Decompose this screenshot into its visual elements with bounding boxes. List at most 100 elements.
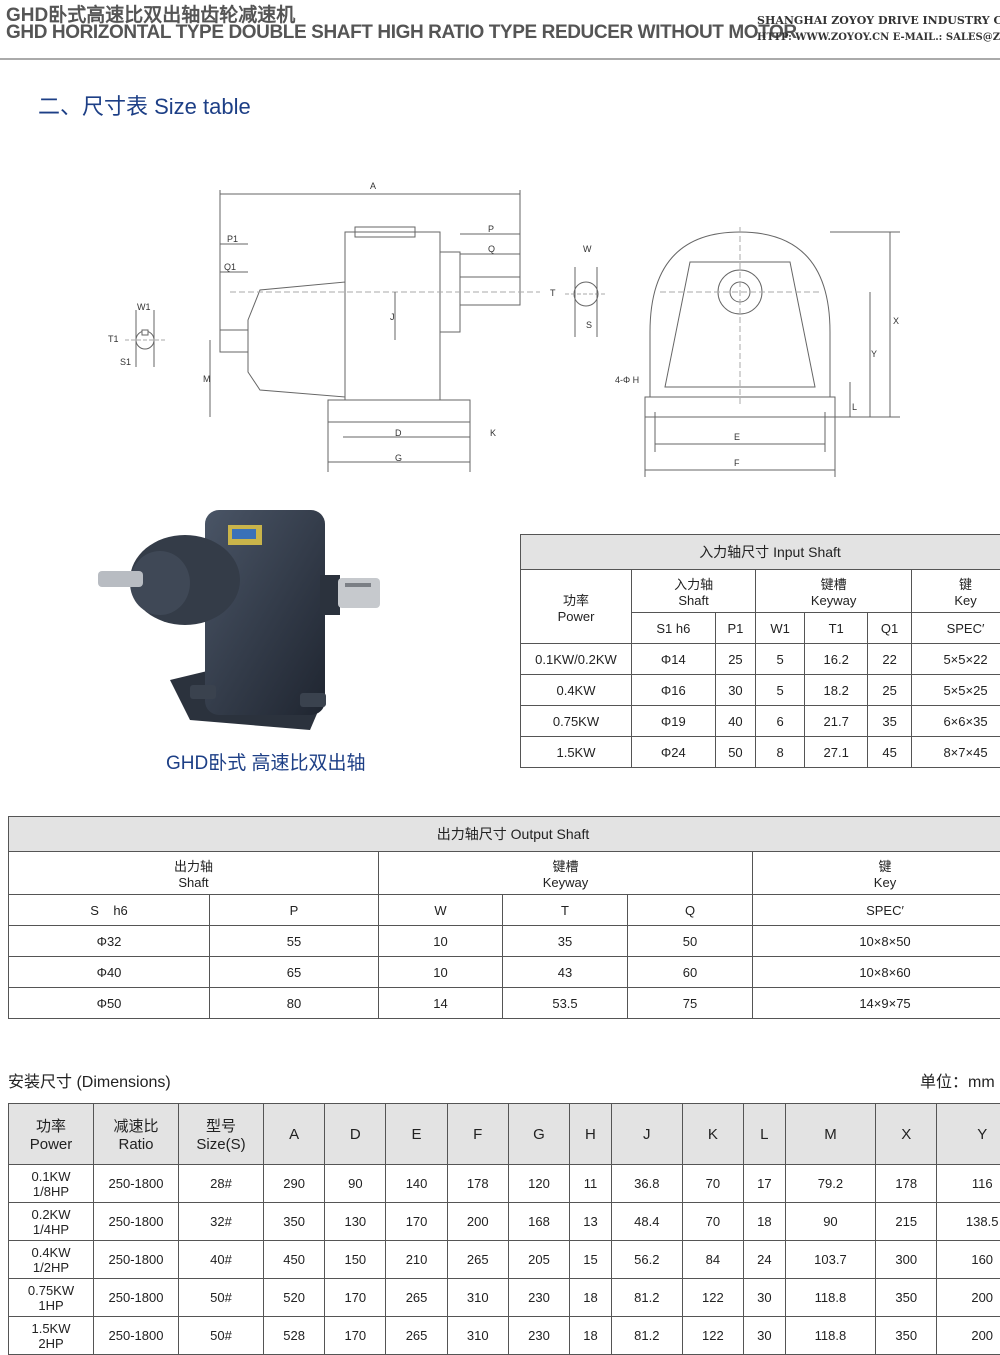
table-cell: Φ40	[9, 957, 210, 988]
power-header: 功率 Power	[521, 570, 632, 644]
table-cell: 250-1800	[94, 1279, 179, 1317]
output-shaft-table: 出力轴尺寸 Output Shaft 出力轴 Shaft 键槽 Keyway 键…	[8, 816, 1000, 1019]
table-cell: 32#	[179, 1203, 264, 1241]
table-cell: 15	[570, 1241, 612, 1279]
table-cell: 28#	[179, 1165, 264, 1203]
table-cell: 18	[570, 1317, 612, 1355]
table-cell: Φ32	[9, 926, 210, 957]
output-shaft-caption: 出力轴尺寸 Output Shaft	[9, 817, 1000, 852]
table-cell: 350	[876, 1317, 937, 1355]
table-cell: 170	[386, 1203, 447, 1241]
table-cell: 50#	[179, 1279, 264, 1317]
table-cell: 520	[264, 1279, 325, 1317]
table-cell: 6×6×35	[912, 706, 1000, 737]
table-cell: 118.8	[785, 1317, 875, 1355]
power-kw: 0.2KW	[9, 1207, 93, 1222]
table-cell: 8×7×45	[912, 737, 1000, 768]
col-header: P1	[715, 613, 755, 644]
table-cell: 118.8	[785, 1279, 875, 1317]
page-header: GHD卧式高速比双出轴齿轮减速机 GHD HORIZONTAL TYPE DOU…	[0, 0, 1000, 62]
label-W: W	[583, 244, 592, 254]
keyway-group-header: 键槽 Keyway	[379, 852, 753, 895]
col-header: W	[379, 895, 503, 926]
table-cell: 25	[715, 644, 755, 675]
label-Q1: Q1	[224, 262, 236, 272]
table-cell: 35	[868, 706, 912, 737]
table-cell: 250-1800	[94, 1241, 179, 1279]
table-cell: 50#	[179, 1317, 264, 1355]
power-kw: 0.75KW	[9, 1283, 93, 1298]
label-Q: Q	[488, 244, 495, 254]
table-cell: 21.7	[805, 706, 868, 737]
ratio-header-en: Ratio	[94, 1136, 178, 1153]
table-cell: 22	[868, 644, 912, 675]
power-kw: 0.4KW	[9, 1245, 93, 1260]
key-header-cn: 键	[912, 574, 1000, 593]
table-cell: 350	[264, 1203, 325, 1241]
col-header: X	[876, 1104, 937, 1165]
table-cell: 178	[876, 1165, 937, 1203]
table-row: Φ40 65 10 43 60 10×8×60	[9, 957, 1000, 988]
table-cell: 18	[743, 1203, 785, 1241]
col-header: SPEC′	[912, 613, 1000, 644]
table-cell: 130	[325, 1203, 386, 1241]
col-header: S1 h6	[632, 613, 716, 644]
table-cell: 40	[715, 706, 755, 737]
table-cell: 70	[682, 1203, 743, 1241]
power-header: 功率 Power	[9, 1104, 94, 1165]
ratio-header-cn: 减速比	[94, 1115, 178, 1136]
col-header: SPEC′	[753, 895, 1000, 926]
size-header-cn: 型号	[179, 1115, 263, 1136]
table-cell: 103.7	[785, 1241, 875, 1279]
col-header: T1	[805, 613, 868, 644]
table-cell: 265	[447, 1241, 508, 1279]
table-cell: 300	[876, 1241, 937, 1279]
col-header: E	[386, 1104, 447, 1165]
label-X: X	[893, 316, 899, 326]
shaft-header-cn: 入力轴	[632, 574, 755, 593]
input-shaft-side	[220, 330, 248, 352]
table-cell: 75	[628, 988, 753, 1019]
label-T: T	[550, 288, 556, 298]
table-cell: 6	[756, 706, 805, 737]
table-cell: 170	[325, 1279, 386, 1317]
table-cell: 265	[386, 1279, 447, 1317]
power-header-en: Power	[9, 1136, 93, 1153]
table-cell: 170	[325, 1317, 386, 1355]
table-cell: 50	[715, 737, 755, 768]
table-cell: 5	[756, 675, 805, 706]
size-header: 型号 Size(S)	[179, 1104, 264, 1165]
label-P: P	[488, 224, 494, 234]
dimension-drawing: A P1 Q1 P Q J M D K G W1 T1 S1 W T S X Y…	[100, 172, 920, 482]
dimensions-caption: 安装尺寸 (Dimensions)	[8, 1068, 171, 1092]
motor-flange-body	[248, 282, 345, 397]
shaft-group-header: 出力轴 Shaft	[9, 852, 379, 895]
table-cell: 200	[447, 1203, 508, 1241]
label-Y: Y	[871, 349, 877, 359]
label-K: K	[490, 428, 496, 438]
table-cell: 90	[325, 1165, 386, 1203]
table-cell: 8	[756, 737, 805, 768]
section-title: 二、尺寸表 Size table	[38, 89, 251, 121]
table-cell: 210	[386, 1241, 447, 1279]
table-cell: 116	[937, 1165, 1000, 1203]
power-kw: 1.5KW	[9, 1321, 93, 1336]
label-T1: T1	[108, 334, 119, 344]
table-cell: 0.4KW	[521, 675, 632, 706]
label-W1: W1	[137, 302, 151, 312]
power-hp: 2HP	[9, 1336, 93, 1351]
table-cell: 200	[937, 1317, 1000, 1355]
power-hp: 1/2HP	[9, 1260, 93, 1275]
title-en: GHD HORIZONTAL TYPE DOUBLE SHAFT HIGH RA…	[6, 22, 797, 44]
table-cell: 55	[210, 926, 379, 957]
label-M: M	[203, 374, 211, 384]
table-cell: 53.5	[503, 988, 628, 1019]
table-cell: 160	[937, 1241, 1000, 1279]
table-cell: 10×8×50	[753, 926, 1000, 957]
table-cell: 250-1800	[94, 1165, 179, 1203]
